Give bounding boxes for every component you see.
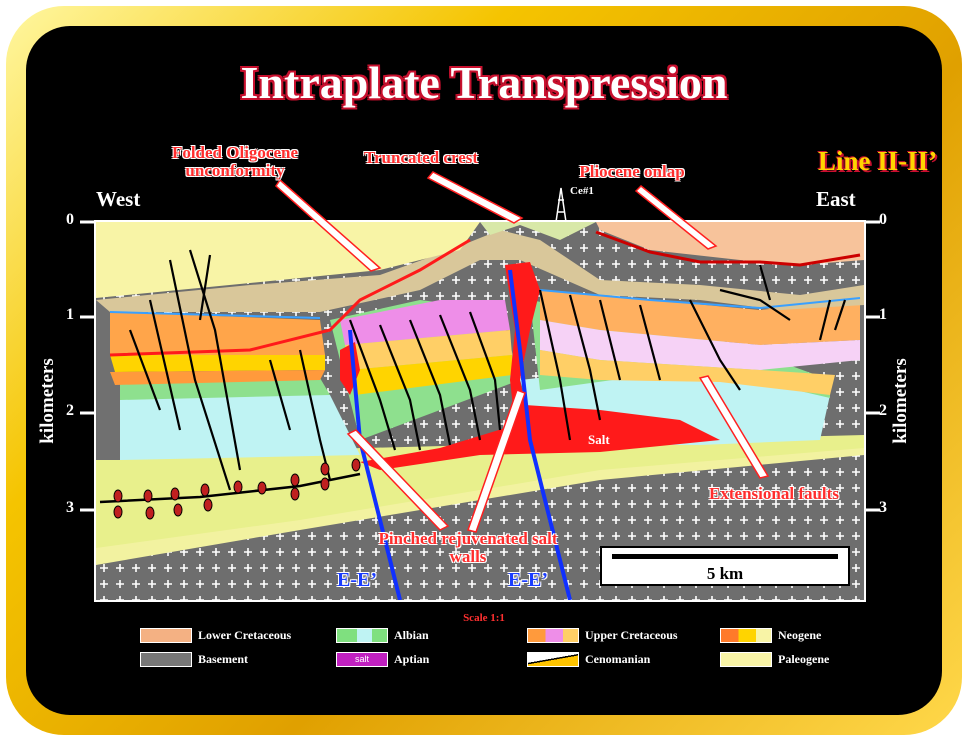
tick-right-3: 3 [879,499,887,516]
legend-swatch [336,627,388,643]
fault-lines [128,249,847,491]
fault-label-left: E-E’ [337,569,377,591]
line-label: Line II-II’ [818,146,938,176]
east-label: East [816,187,856,211]
annotation-pliocene-onlap: Pliocene onlap [579,162,685,181]
fault-ee-right [508,269,572,600]
legend-neogene: Neogene [720,626,821,644]
legend-label: Paleogene [778,651,830,666]
scale-bar [612,554,838,559]
legend-swatch [720,627,772,643]
scale-note: Scale 1:1 [463,612,505,624]
well-label: Ce#1 [570,185,594,197]
tick-left-2: 2 [66,402,74,419]
axis-label-left: kilometers [37,358,58,444]
legend-cenomanian: Cenomanian [527,650,650,668]
uppercret-east [540,290,860,345]
annotation-arrows [275,171,770,533]
legend-albian: Albian [336,626,429,644]
axis-label-right: kilometers [890,358,911,444]
legend-aptian: salt Aptian [336,650,429,668]
tick-left-3: 3 [66,499,74,516]
legend-swatch [140,627,192,643]
legend-label: Aptian [394,651,430,666]
legend-paleogene: Paleogene [720,650,829,668]
legend-swatch [720,651,772,667]
legend-swatch [140,651,192,667]
legend-swatch [527,627,579,643]
salt-body [360,262,720,470]
salt-label: Salt [588,432,610,447]
tick-right-0: 0 [879,211,887,228]
derrick-icon [555,187,567,223]
annotation-truncated-crest: Truncated crest [363,148,479,167]
legend-label: Cenomanian [585,651,651,666]
legend-label: Albian [394,627,429,642]
legend-upper-cretaceous: Upper Cretaceous [527,626,678,644]
slide-title: Intraplate Transpression [240,57,728,108]
legend-swatch-salt: salt [336,651,388,667]
annotation-extensional-faults: Extensional faults [709,484,839,503]
fault-ee-left [348,329,402,600]
legend-label: Lower Cretaceous [198,627,292,642]
annotation-folded-unconformity: Folded Oligocene unconformity [171,143,299,180]
lower-cret-top [596,222,864,265]
legend-lower-cretaceous: Lower Cretaceous [140,626,291,644]
legend-swatch [527,651,579,667]
scale-bar-label: 5 km [706,564,744,583]
legend-label: Neogene [778,627,822,642]
tick-right-2: 2 [879,402,887,419]
tick-right-1: 1 [879,306,887,323]
onlap-line [595,230,861,267]
tick-left-1: 1 [66,306,74,323]
paleogene-top [96,222,480,298]
legend-label: Basement [198,651,248,666]
red-ellipses [113,458,361,520]
legend-label: Upper Cretaceous [585,627,678,642]
tick-left-0: 0 [66,211,74,228]
unconformity-line [109,238,471,357]
annotation-pinched-salt-walls: Pinched rejuvenated salt walls [378,529,558,566]
scale-bar-box: 5 km [600,546,850,586]
legend-basement: Basement [140,650,248,668]
neogene-band [96,230,864,312]
west-label: West [96,187,141,211]
fault-label-right: E-E’ [508,569,548,591]
cyan-west [120,395,360,460]
